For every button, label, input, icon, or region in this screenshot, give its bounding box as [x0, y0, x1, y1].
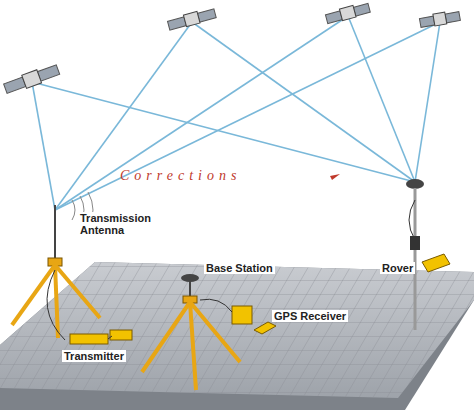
transmitter-label: Transmitter: [62, 350, 126, 362]
signal-lines: [32, 16, 440, 210]
corrections-label: Corrections: [118, 168, 243, 183]
ground-side: [0, 262, 474, 410]
satellites: [3, 2, 461, 96]
ground-top: [0, 262, 474, 398]
ground-grid: [0, 262, 474, 398]
base-station-label: Base Station: [204, 262, 275, 274]
wave-arrow: [330, 174, 340, 180]
rover-label: Rover: [380, 262, 415, 274]
base-tripod: [142, 274, 240, 390]
rover: [406, 179, 450, 330]
transmission-antenna-label: Transmission Antenna: [78, 212, 142, 236]
transmitter: [70, 330, 132, 344]
gps-receiver: [200, 299, 276, 334]
gps-receiver-label: GPS Receiver: [272, 310, 348, 322]
